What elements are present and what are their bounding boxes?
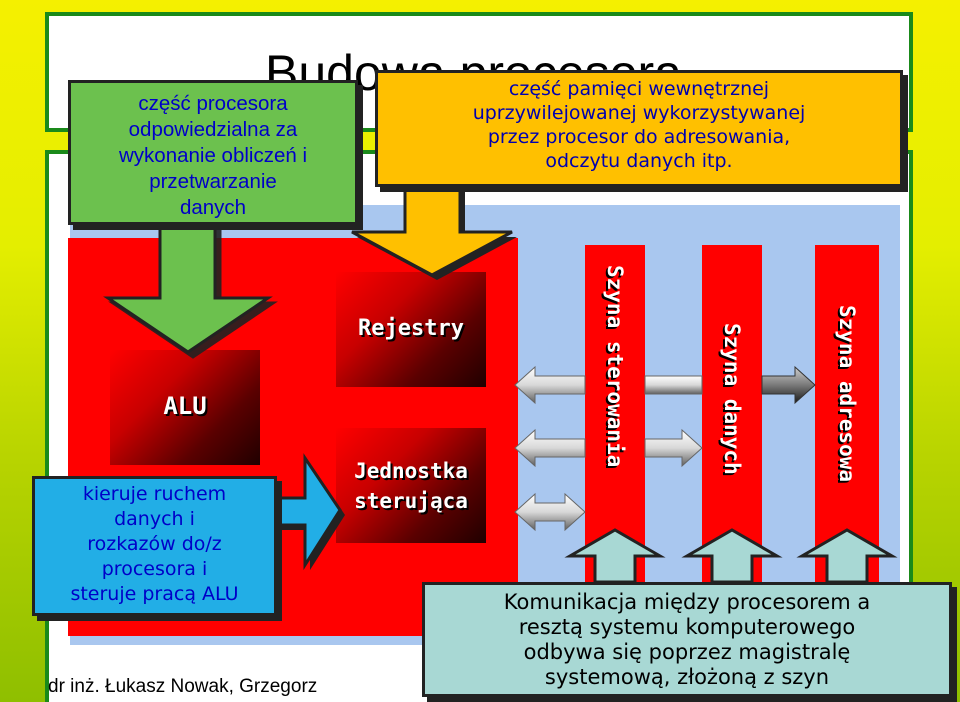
alu-block: ALU xyxy=(110,350,260,465)
control-unit-label-line2: sterująca xyxy=(354,489,468,513)
control-callout-line: rozkazów do/z xyxy=(87,533,222,555)
registers-callout-line: część pamięci wewnętrznej xyxy=(508,78,770,100)
alu-callout: część procesora odpowiedzialna za wykona… xyxy=(68,80,358,225)
alu-callout-line: wykonanie obliczeń i xyxy=(118,144,308,167)
registers-label: Rejestry xyxy=(358,316,464,341)
alu-callout-line: przetwarzanie xyxy=(149,170,277,193)
registers-callout: część pamięci wewnętrznej uprzywilejowan… xyxy=(375,70,903,187)
alu-label: ALU xyxy=(163,392,207,420)
bus-callout-line: odbywa się poprzez magistralę xyxy=(523,640,851,664)
registers-block: Rejestry xyxy=(336,272,486,387)
alu-callout-line: danych xyxy=(179,196,247,219)
control-callout-line: steruje pracą ALU xyxy=(70,583,239,605)
bus-callout-line: resztą systemu komputerowego xyxy=(518,615,856,639)
registers-callout-line: przez procesor do adresowania, xyxy=(487,126,791,148)
alu-callout-line: część procesora xyxy=(138,92,288,115)
cyan-callout-arrow xyxy=(275,453,342,571)
control-unit-block: Jednostka sterująca xyxy=(336,428,486,543)
registers-callout-line: uprzywilejowanej wykorzystywanej xyxy=(472,102,806,124)
orange-callout-arrow xyxy=(351,185,513,277)
registers-callout-line: odczytu danych itp. xyxy=(545,150,733,172)
bus-arrow-row-1 xyxy=(514,365,816,405)
teal-callout-arrows xyxy=(564,528,898,584)
bus-arrow-row-2 xyxy=(514,428,703,468)
alu-callout-line: odpowiedzialna za xyxy=(128,118,298,141)
control-callout-line: kieruje ruchem xyxy=(82,483,227,505)
control-unit-label-line1: Jednostka xyxy=(354,459,468,483)
control-unit-callout: kieruje ruchem danych i rozkazów do/z pr… xyxy=(32,476,277,616)
bus-arrow-row-3 xyxy=(514,492,586,532)
bus-callout: Komunikacja między procesorem a resztą s… xyxy=(422,582,952,697)
control-callout-line: procesora i xyxy=(101,558,208,580)
bus-callout-line: systemową, złożoną z szyn xyxy=(544,665,830,689)
footer-author: dr inż. Łukasz Nowak, Grzegorz xyxy=(48,676,318,697)
control-callout-line: danych i xyxy=(114,508,195,530)
bus-callout-line: Komunikacja między procesorem a xyxy=(503,590,871,614)
